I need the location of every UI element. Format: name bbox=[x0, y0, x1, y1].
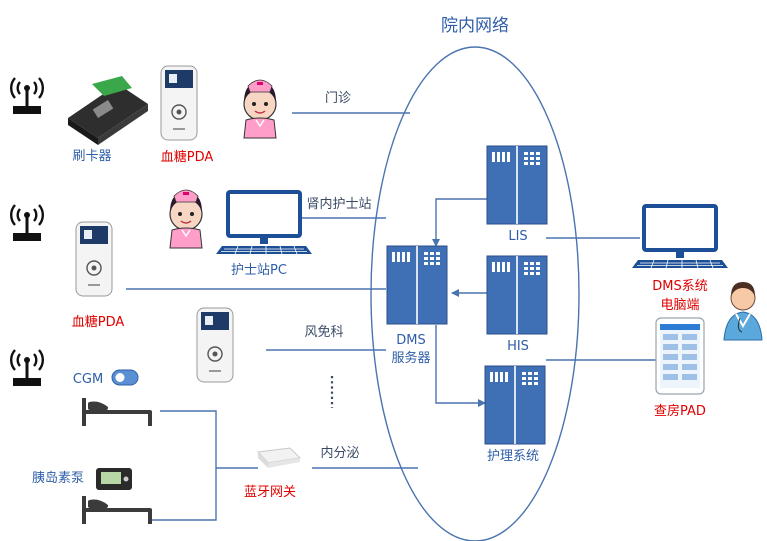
dms-server-label-2: 服务器 bbox=[391, 350, 430, 366]
doctor-icon bbox=[723, 282, 763, 341]
nurse-pc-label: 护士站PC bbox=[231, 263, 287, 278]
tablet-icon bbox=[655, 317, 705, 395]
nephrology-label: 肾内护士站 bbox=[306, 196, 371, 212]
his-label: HIS bbox=[507, 339, 529, 354]
cgm-label: CGM bbox=[73, 372, 103, 387]
monitor-icon bbox=[630, 204, 730, 270]
outpatient-label: 门诊 bbox=[325, 91, 351, 106]
lis-label: LIS bbox=[508, 229, 527, 244]
server-icon bbox=[484, 365, 546, 445]
monitor-icon bbox=[214, 190, 314, 256]
network-title: 院内网络 bbox=[441, 16, 509, 36]
server-icon bbox=[386, 245, 448, 325]
dms-server-label-1: DMS bbox=[396, 333, 425, 348]
gateway-bus bbox=[148, 410, 217, 521]
endocrinology-label: 内分泌 bbox=[320, 445, 359, 461]
glucose-pda-icon bbox=[160, 65, 198, 141]
server-icon bbox=[486, 145, 548, 225]
wifi-router-icon bbox=[9, 348, 45, 388]
insulin-pump-icon bbox=[96, 468, 132, 490]
bed-icon bbox=[82, 494, 152, 526]
wifi-router-icon bbox=[9, 203, 45, 243]
glucose-pda-left-label: 血糖PDA bbox=[72, 314, 125, 330]
dms-nursing-arrow bbox=[435, 325, 486, 407]
insulin-pump-label: 胰岛素泵 bbox=[32, 470, 84, 486]
dms-pc-label-1: DMS系统 bbox=[652, 279, 707, 294]
rheumatology-label: 风免科 bbox=[304, 325, 343, 340]
card-reader-label: 刷卡器 bbox=[72, 149, 111, 164]
card-reader-icon bbox=[68, 76, 148, 145]
nursing-system-label: 护理系统 bbox=[487, 449, 539, 464]
nurse-icon bbox=[169, 189, 203, 249]
wifi-router-icon bbox=[9, 76, 45, 116]
hospital-network-ellipse bbox=[370, 46, 580, 541]
nurse-icon bbox=[243, 79, 277, 139]
glucose-pda-icon bbox=[75, 221, 113, 297]
dms-pc-label-2: 电脑端 bbox=[660, 298, 699, 313]
lis-dms-arrow bbox=[432, 198, 487, 247]
toggle-icon bbox=[111, 369, 139, 386]
bed-icon bbox=[82, 396, 152, 428]
glucose-pda-top-label: 血糖PDA bbox=[161, 149, 214, 165]
gateway-icon bbox=[256, 447, 302, 468]
ward-pad-label: 查房PAD bbox=[654, 403, 706, 419]
connection-lines bbox=[126, 112, 656, 521]
glucose-pda-icon bbox=[196, 307, 234, 383]
bt-gateway-label: 蓝牙网关 bbox=[244, 485, 296, 500]
server-icon bbox=[486, 255, 548, 335]
